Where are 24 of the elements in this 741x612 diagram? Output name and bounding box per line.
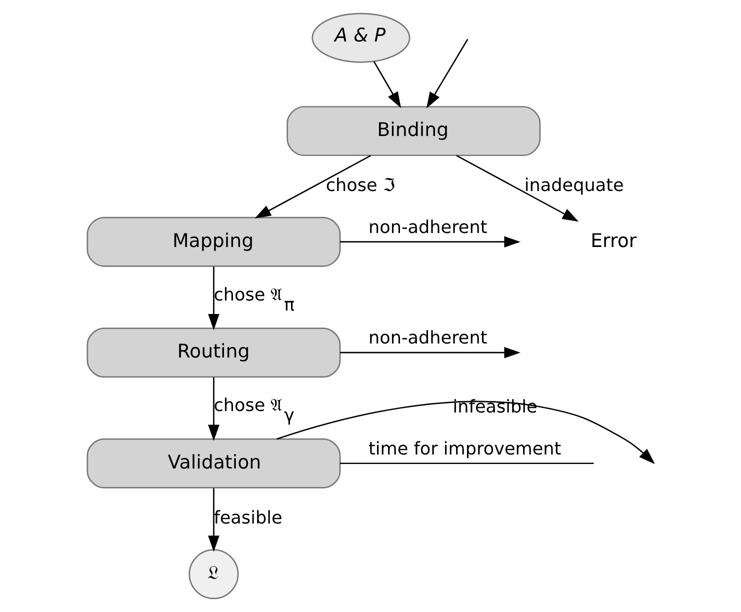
arrow bbox=[426, 38, 468, 108]
connector bbox=[340, 462, 594, 464]
edge-label: infeasible bbox=[452, 398, 537, 418]
node-text: Error bbox=[590, 230, 636, 252]
arrow bbox=[340, 236, 520, 248]
node-circle: 𝔏 bbox=[188, 549, 238, 600]
arrow bbox=[208, 377, 219, 442]
edge-label: non-adherent bbox=[368, 328, 487, 349]
edge-label: inadequate bbox=[524, 176, 624, 196]
edge-label: time for improvement bbox=[368, 439, 561, 460]
node-box: Mapping bbox=[86, 216, 340, 267]
arrow bbox=[208, 488, 219, 552]
arrow bbox=[208, 266, 219, 330]
arrow bbox=[254, 155, 371, 218]
arrow bbox=[340, 346, 520, 358]
edge-label: non-adherent bbox=[368, 218, 487, 238]
node-ellipse: A & P bbox=[311, 12, 410, 63]
arrow bbox=[372, 61, 401, 108]
node-box: Routing bbox=[86, 328, 340, 378]
edge-label: chose ℑ bbox=[325, 176, 395, 196]
arrow bbox=[456, 155, 578, 222]
node-box: Binding bbox=[286, 106, 540, 156]
node-box: Validation bbox=[86, 438, 340, 488]
arrow bbox=[276, 400, 654, 464]
